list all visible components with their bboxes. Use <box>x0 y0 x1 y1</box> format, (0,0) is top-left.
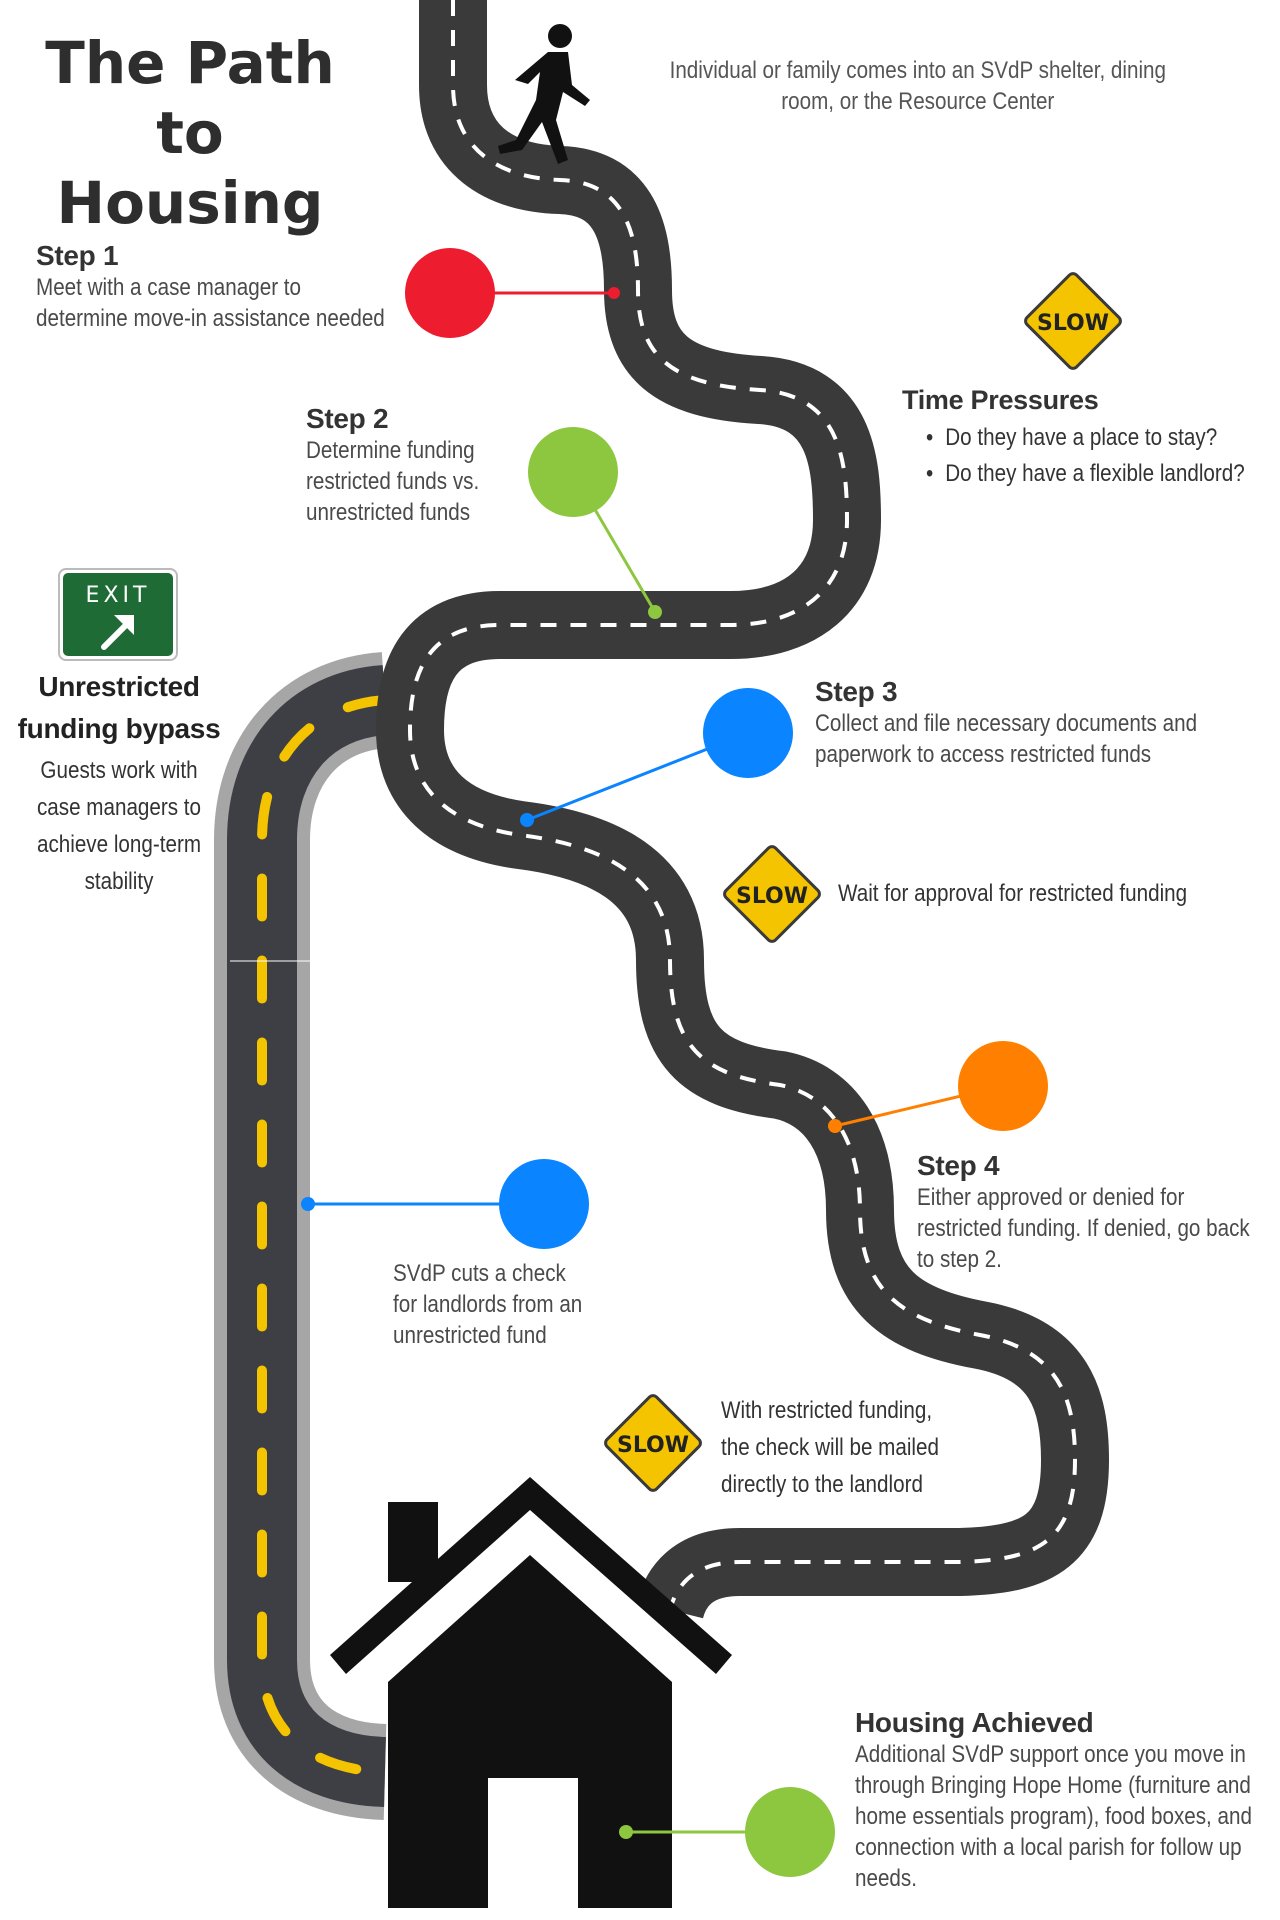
mailed-text: With restricted funding, the check will … <box>721 1397 939 1498</box>
list-item: Do they have a flexible landlord? <box>926 456 1244 492</box>
bypass-heading: Unrestricted funding bypass <box>17 671 221 744</box>
step1-marker <box>405 248 495 338</box>
step2-text: Determine funding restricted funds vs. u… <box>306 437 480 526</box>
time-pressures-block: Time Pressures Do they have a place to s… <box>902 385 1280 492</box>
slow-sign-icon: SLOW <box>604 1394 702 1492</box>
housing-text: Additional SVdP support once you move in… <box>855 1741 1252 1892</box>
time-pressures-heading: Time Pressures <box>902 385 1099 415</box>
svg-text:SLOW: SLOW <box>617 1433 689 1458</box>
step4-block: Step 4 Either approved or denied for res… <box>917 1150 1280 1275</box>
svg-text:EXIT: EXIT <box>86 583 151 608</box>
step3-heading: Step 3 <box>815 676 898 707</box>
intro-text: Individual or family comes into an SVdP … <box>669 57 1167 115</box>
step2-block: Step 2 Determine funding restricted fund… <box>306 403 507 528</box>
page-title: The Path to Housing <box>45 29 335 237</box>
step4-text: Either approved or denied for restricted… <box>917 1184 1250 1273</box>
bypass-road <box>214 652 391 1820</box>
slow-sign-icon: SLOW <box>723 845 821 943</box>
svg-text:SLOW: SLOW <box>736 884 808 909</box>
svdp-check-marker <box>499 1159 589 1249</box>
house-icon <box>330 1477 732 1908</box>
step3-text: Collect and file necessary documents and… <box>815 710 1198 768</box>
wait-text: Wait for approval for restricted funding <box>838 880 1188 907</box>
svdp-check-text: SVdP cuts a check for landlords from an … <box>393 1260 583 1349</box>
step1-text: Meet with a case manager to determine mo… <box>36 274 385 332</box>
step-markers <box>301 248 1048 1877</box>
housing-block: Housing Achieved Additional SVdP support… <box>855 1707 1280 1894</box>
exit-sign-icon: EXIT <box>58 568 178 661</box>
housing-heading: Housing Achieved <box>855 1707 1094 1738</box>
step2-heading: Step 2 <box>306 403 389 434</box>
bypass-text: Guests work with case managers to achiev… <box>36 757 202 895</box>
list-item: Do they have a place to stay? <box>926 420 1245 456</box>
bypass-block: Unrestricted funding bypass Guests work … <box>10 666 228 900</box>
step1-heading: Step 1 <box>36 240 119 271</box>
main-road <box>375 0 1110 1620</box>
step3-block: Step 3 Collect and file necessary docume… <box>815 676 1259 770</box>
slow-sign-icon: SLOW <box>1024 272 1122 370</box>
step1-block: Step 1 Meet with a case manager to deter… <box>36 240 442 334</box>
time-pressures-list: Do they have a place to stay? Do they ha… <box>926 420 1245 492</box>
step3-marker <box>703 688 793 778</box>
housing-marker <box>745 1787 835 1877</box>
svg-text:SLOW: SLOW <box>1037 311 1109 336</box>
step4-heading: Step 4 <box>917 1150 1000 1181</box>
step4-marker <box>958 1041 1048 1131</box>
walking-person-icon <box>498 24 590 164</box>
step2-marker <box>528 427 618 517</box>
